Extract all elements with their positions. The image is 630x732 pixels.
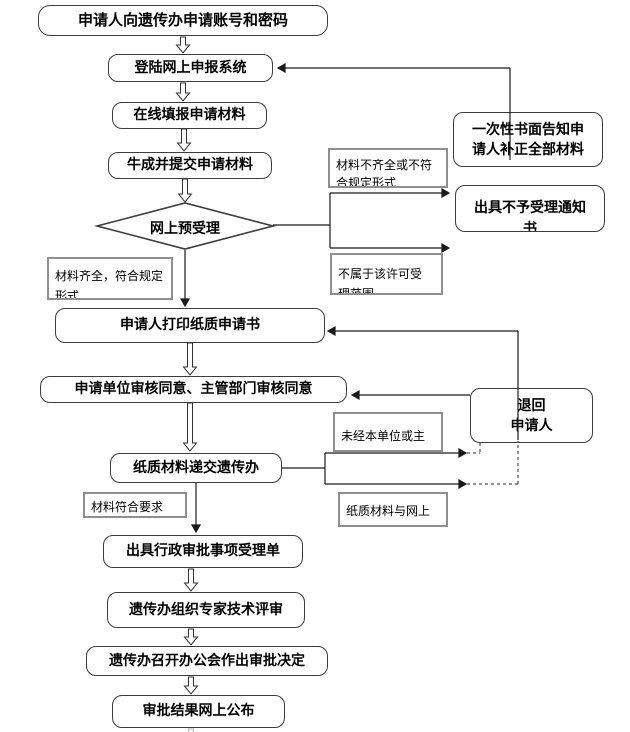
arrow-fill-generate [176,128,192,152]
arrow-generate-diamond [177,178,193,203]
node-unit-approval: 申请单位审核同意、主管部门审核同意 [40,376,347,403]
node-login-system: 登陆网上申报系统 [108,54,273,82]
arrowhead-paper-acceptance [190,524,202,534]
arrow-expert-decision [183,628,199,646]
label-not-in-scope: 不属于该许可受 理范围 [330,253,443,295]
node-expert-review: 遗传办组织专家技术评审 [107,592,305,628]
label-not-approved: 未经本单位或主 管部门审核同意 [333,412,443,452]
node-online-pre-accept: 网上预受理 [150,221,220,237]
arrowhead-not-in-scope [441,242,451,254]
node-acceptance-form: 出具行政审批事项受理单 [103,535,303,568]
arrow-login-fill [175,82,191,102]
node-return-applicant: 退回 申请人 [470,388,593,443]
label-meets-requirements: 材料符合要求 [83,492,187,518]
node-publish-result: 审批结果网上公布 [112,695,285,728]
arrowhead-paper-online [458,478,468,490]
node-fill-online: 在线填报申请材料 [112,102,267,129]
node-submit-paper: 纸质材料递交遗传办 [110,453,282,483]
arrowhead-diamond-print [179,298,191,308]
arrowhead-into-login [276,62,286,74]
dashed-connectors [467,441,519,485]
arrow-print-unit [182,342,198,376]
arrowhead-into-print [326,325,336,337]
arrow-acceptance-expert [183,568,199,592]
arrowhead-not-approved [458,447,468,459]
node-decision-meeting: 遗传办召开办公会作出审批决定 [86,646,328,676]
node-reject-notice: 出具不予受理通知 书 [455,185,605,232]
arrow-decision-publish [183,676,199,695]
arrowhead-into-unit [350,389,360,401]
arrow-unit-paper [182,402,198,452]
node-generate-submit: 牛成并提交申请材料 [108,152,272,179]
label-paper-vs-online: 纸质材料与网上 [338,492,448,527]
label-materials-incomplete: 材料不齐全或不符 合规定形式 [328,148,448,188]
node-notify-correct: 一次性书面告知申 请人补正全部材料 [453,112,603,167]
arrowhead-into-reject [441,187,451,199]
arrow-account-login [175,36,191,54]
node-print-paper: 申请人打印纸质申请书 [55,308,325,343]
label-materials-complete: 材料齐全，符合规定 形式 [47,257,173,300]
node-request-account: 申请人向遗传办申请账号和密码 [38,5,328,36]
